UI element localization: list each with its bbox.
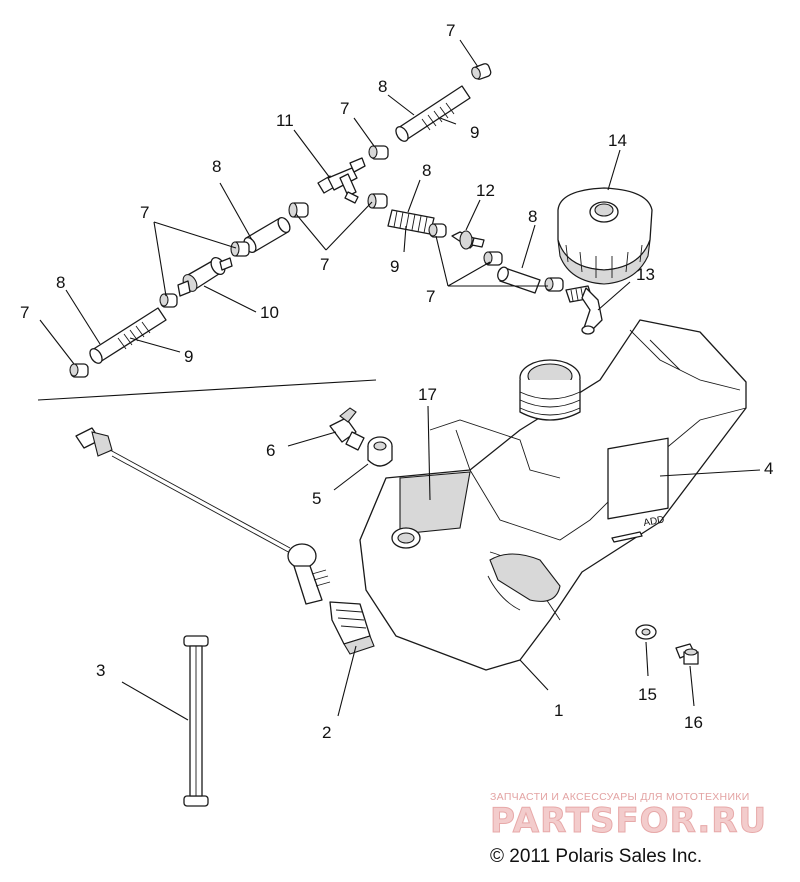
inline-filter bbox=[177, 256, 233, 297]
callout-14: 14 bbox=[608, 131, 627, 150]
callout-7-under-tee: 7 bbox=[320, 255, 329, 274]
fuel-hose-top bbox=[395, 85, 471, 142]
fuel-sender-assembly bbox=[75, 427, 375, 655]
copyright-notice: © 2011 Polaris Sales Inc. bbox=[490, 846, 702, 867]
callout-8-middle: 8 bbox=[422, 161, 431, 180]
check-valve bbox=[451, 230, 485, 250]
callout-9-top: 9 bbox=[470, 123, 479, 142]
callout-8-left: 8 bbox=[56, 273, 65, 292]
callout-17: 17 bbox=[418, 385, 437, 404]
callout-10: 10 bbox=[260, 303, 279, 322]
watermark-tagline: ЗАПЧАСТИ И АКСЕССУАРЫ ДЛЯ МОТОТЕХНИКИ bbox=[490, 791, 750, 803]
grommet bbox=[367, 436, 393, 467]
callout-8-top: 8 bbox=[378, 77, 387, 96]
callout-6: 6 bbox=[266, 441, 275, 460]
callout-12: 12 bbox=[476, 181, 495, 200]
watermark: ЗАПЧАСТИ И АКСЕССУАРЫ ДЛЯ МОТОТЕХНИКИ PA… bbox=[490, 791, 767, 842]
callout-9-middle: 9 bbox=[390, 257, 399, 276]
clamp-top bbox=[471, 63, 492, 80]
watermark-brand: PARTSFOR.RU bbox=[490, 801, 767, 841]
callout-8-left-middle: 8 bbox=[212, 157, 221, 176]
corrugated-hose-middle bbox=[387, 209, 447, 238]
hose-top-right bbox=[395, 63, 492, 142]
elbow-fitting bbox=[565, 285, 603, 335]
vent-fitting bbox=[329, 407, 365, 451]
callout-7-left: 7 bbox=[20, 303, 29, 322]
fuel-tank bbox=[359, 319, 747, 671]
callout-7-upper-mid: 7 bbox=[340, 99, 349, 118]
washer bbox=[635, 624, 657, 640]
tank-label-add: ADD bbox=[643, 514, 666, 529]
clamp-under-tee bbox=[288, 193, 388, 218]
callout-2: 2 bbox=[322, 723, 331, 742]
callout-5: 5 bbox=[312, 489, 321, 508]
fuel-hose-left bbox=[89, 307, 167, 364]
callout-7-right-group: 7 bbox=[426, 287, 435, 306]
callout-4: 4 bbox=[764, 459, 773, 478]
callout-13: 13 bbox=[636, 265, 655, 284]
callout-numbers: 7 8 9 7 11 14 8 12 8 9 7 7 13 8 7 10 8 7… bbox=[20, 21, 773, 742]
clamp-left-lower bbox=[69, 363, 89, 378]
leader-lines bbox=[37, 39, 761, 721]
fuel-cap bbox=[557, 187, 653, 285]
callout-16: 16 bbox=[684, 713, 703, 732]
callout-8-right: 8 bbox=[528, 207, 537, 226]
callout-9-left: 9 bbox=[184, 347, 193, 366]
callout-7-left-group: 7 bbox=[140, 203, 149, 222]
callout-11: 11 bbox=[276, 111, 294, 130]
clamps-right-group bbox=[483, 251, 564, 294]
callout-15: 15 bbox=[638, 685, 657, 704]
bolt bbox=[675, 643, 699, 665]
callout-1: 1 bbox=[554, 701, 563, 720]
clamp-near-tee bbox=[368, 145, 389, 160]
clamp-left-upper bbox=[159, 293, 178, 308]
callout-3: 3 bbox=[96, 661, 105, 680]
tee-fitting bbox=[317, 157, 366, 204]
tank-strap bbox=[183, 635, 209, 807]
callout-7-top: 7 bbox=[446, 21, 455, 40]
hose-middle-left bbox=[230, 216, 291, 257]
